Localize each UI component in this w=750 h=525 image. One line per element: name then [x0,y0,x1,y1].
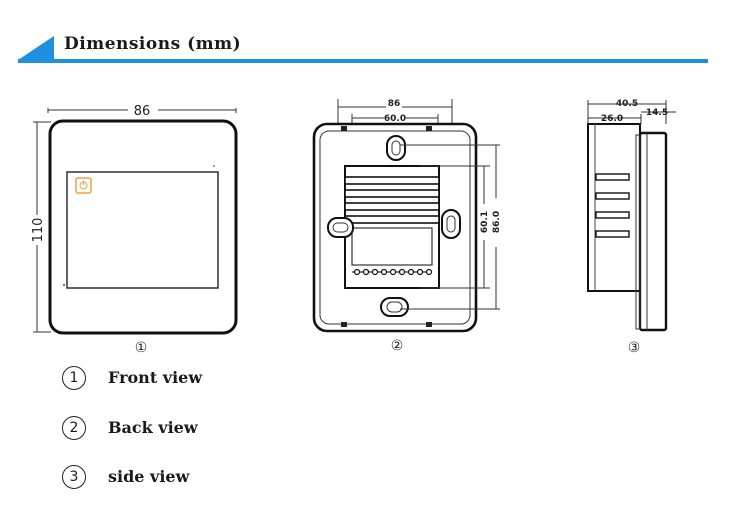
side-top-left-label: 26.0 [601,114,623,124]
back-top-inner-label: 60.0 [384,114,406,124]
legend-label: side view [108,467,190,486]
legend-number: 3 [62,465,86,489]
front-view: 86 110 ① [31,104,238,356]
top-mounting-slot [386,135,406,161]
legend-number: 1 [62,366,86,390]
side-top-outer-label: 40.5 [616,99,638,109]
section-title: Dimensions (mm) [64,34,242,54]
side-body [587,123,641,292]
side-top-right-label: 14.5 [646,108,668,118]
legend-number: 2 [62,416,86,440]
back-right-inner-label: 60.1 [480,211,490,233]
header-rule [18,59,708,63]
bottom-mounting-slot [380,297,409,317]
power-icon [75,177,92,194]
terminal-pins [353,268,433,276]
front-width-label: 86 [134,104,151,119]
front-height-label: 110 [31,218,46,243]
side-front-panel [638,131,668,332]
left-mounting-slot [327,217,354,238]
section-header: Dimensions (mm) [18,28,708,63]
side-view: 40.5 26.0 14.5 ③ [587,99,676,356]
back-view-number: ② [391,338,404,354]
header-triangle-icon [18,36,54,60]
back-terminal-housing [344,165,440,289]
back-right-outer-label: 86.0 [492,211,502,233]
back-view: 86 60.0 86.0 [312,99,502,354]
legend-label: Back view [108,418,198,437]
legend-label: Front view [108,368,203,387]
front-screen [66,171,219,289]
right-mounting-slot [441,209,461,239]
front-view-number: ① [135,340,148,356]
back-top-outer-label: 86 [388,99,401,109]
side-view-number: ③ [628,340,641,356]
